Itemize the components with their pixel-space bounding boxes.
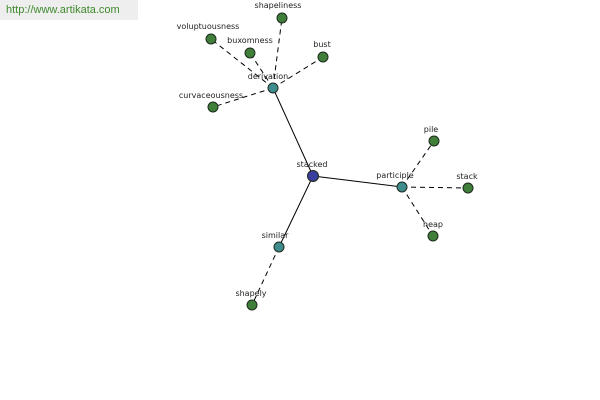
node-label-participle[interactable]: participle <box>376 171 414 180</box>
node-heap[interactable] <box>427 230 439 242</box>
edge-stacked-similar <box>278 175 314 248</box>
node-label-stack[interactable]: stack <box>456 172 478 181</box>
node-shapely[interactable] <box>246 299 258 311</box>
node-similar[interactable] <box>273 241 285 253</box>
node-voluptuousness[interactable] <box>205 33 217 45</box>
node-curvaceousness[interactable] <box>207 101 219 113</box>
node-buxomness[interactable] <box>244 47 256 59</box>
node-bust[interactable] <box>317 51 329 63</box>
nodes-layer <box>205 12 474 311</box>
node-pile[interactable] <box>428 135 440 147</box>
site-url-link[interactable]: http://www.artikata.com <box>0 0 138 20</box>
edge-stacked-derivation <box>272 87 314 177</box>
edge-participle-pile <box>401 140 435 188</box>
node-label-curvaceousness[interactable]: curvaceousness <box>179 91 243 100</box>
node-label-pile[interactable]: pile <box>424 125 439 134</box>
edge-derivation-shapeliness <box>272 17 283 89</box>
node-label-buxomness[interactable]: buxomness <box>227 36 273 45</box>
node-label-stacked[interactable]: stacked <box>297 160 328 169</box>
node-label-shapely[interactable]: shapely <box>235 289 266 298</box>
node-label-bust[interactable]: bust <box>313 40 330 49</box>
node-participle[interactable] <box>396 181 408 193</box>
node-stack[interactable] <box>462 182 474 194</box>
node-shapeliness[interactable] <box>276 12 288 24</box>
edge-stacked-participle <box>312 175 403 188</box>
node-derivation[interactable] <box>267 82 279 94</box>
node-label-derivation[interactable]: derivation <box>248 72 288 81</box>
node-stacked[interactable] <box>307 170 319 182</box>
node-label-similar[interactable]: similar <box>262 231 290 240</box>
edge-derivation-bust <box>272 56 324 89</box>
edge-participle-stack <box>401 186 469 189</box>
node-label-heap[interactable]: heap <box>423 220 443 229</box>
edge-derivation-curvaceousness <box>212 87 274 108</box>
node-label-voluptuousness[interactable]: voluptuousness <box>177 22 240 31</box>
edge-derivation-buxomness <box>249 52 274 89</box>
edges-layer <box>210 17 469 306</box>
edge-participle-heap <box>401 186 434 237</box>
edge-derivation-voluptuousness <box>210 38 274 89</box>
node-label-shapeliness[interactable]: shapeliness <box>255 1 302 10</box>
labels-layer: stacked derivation participle similar shapel… <box>177 1 478 298</box>
edge-similar-shapely <box>251 246 280 306</box>
